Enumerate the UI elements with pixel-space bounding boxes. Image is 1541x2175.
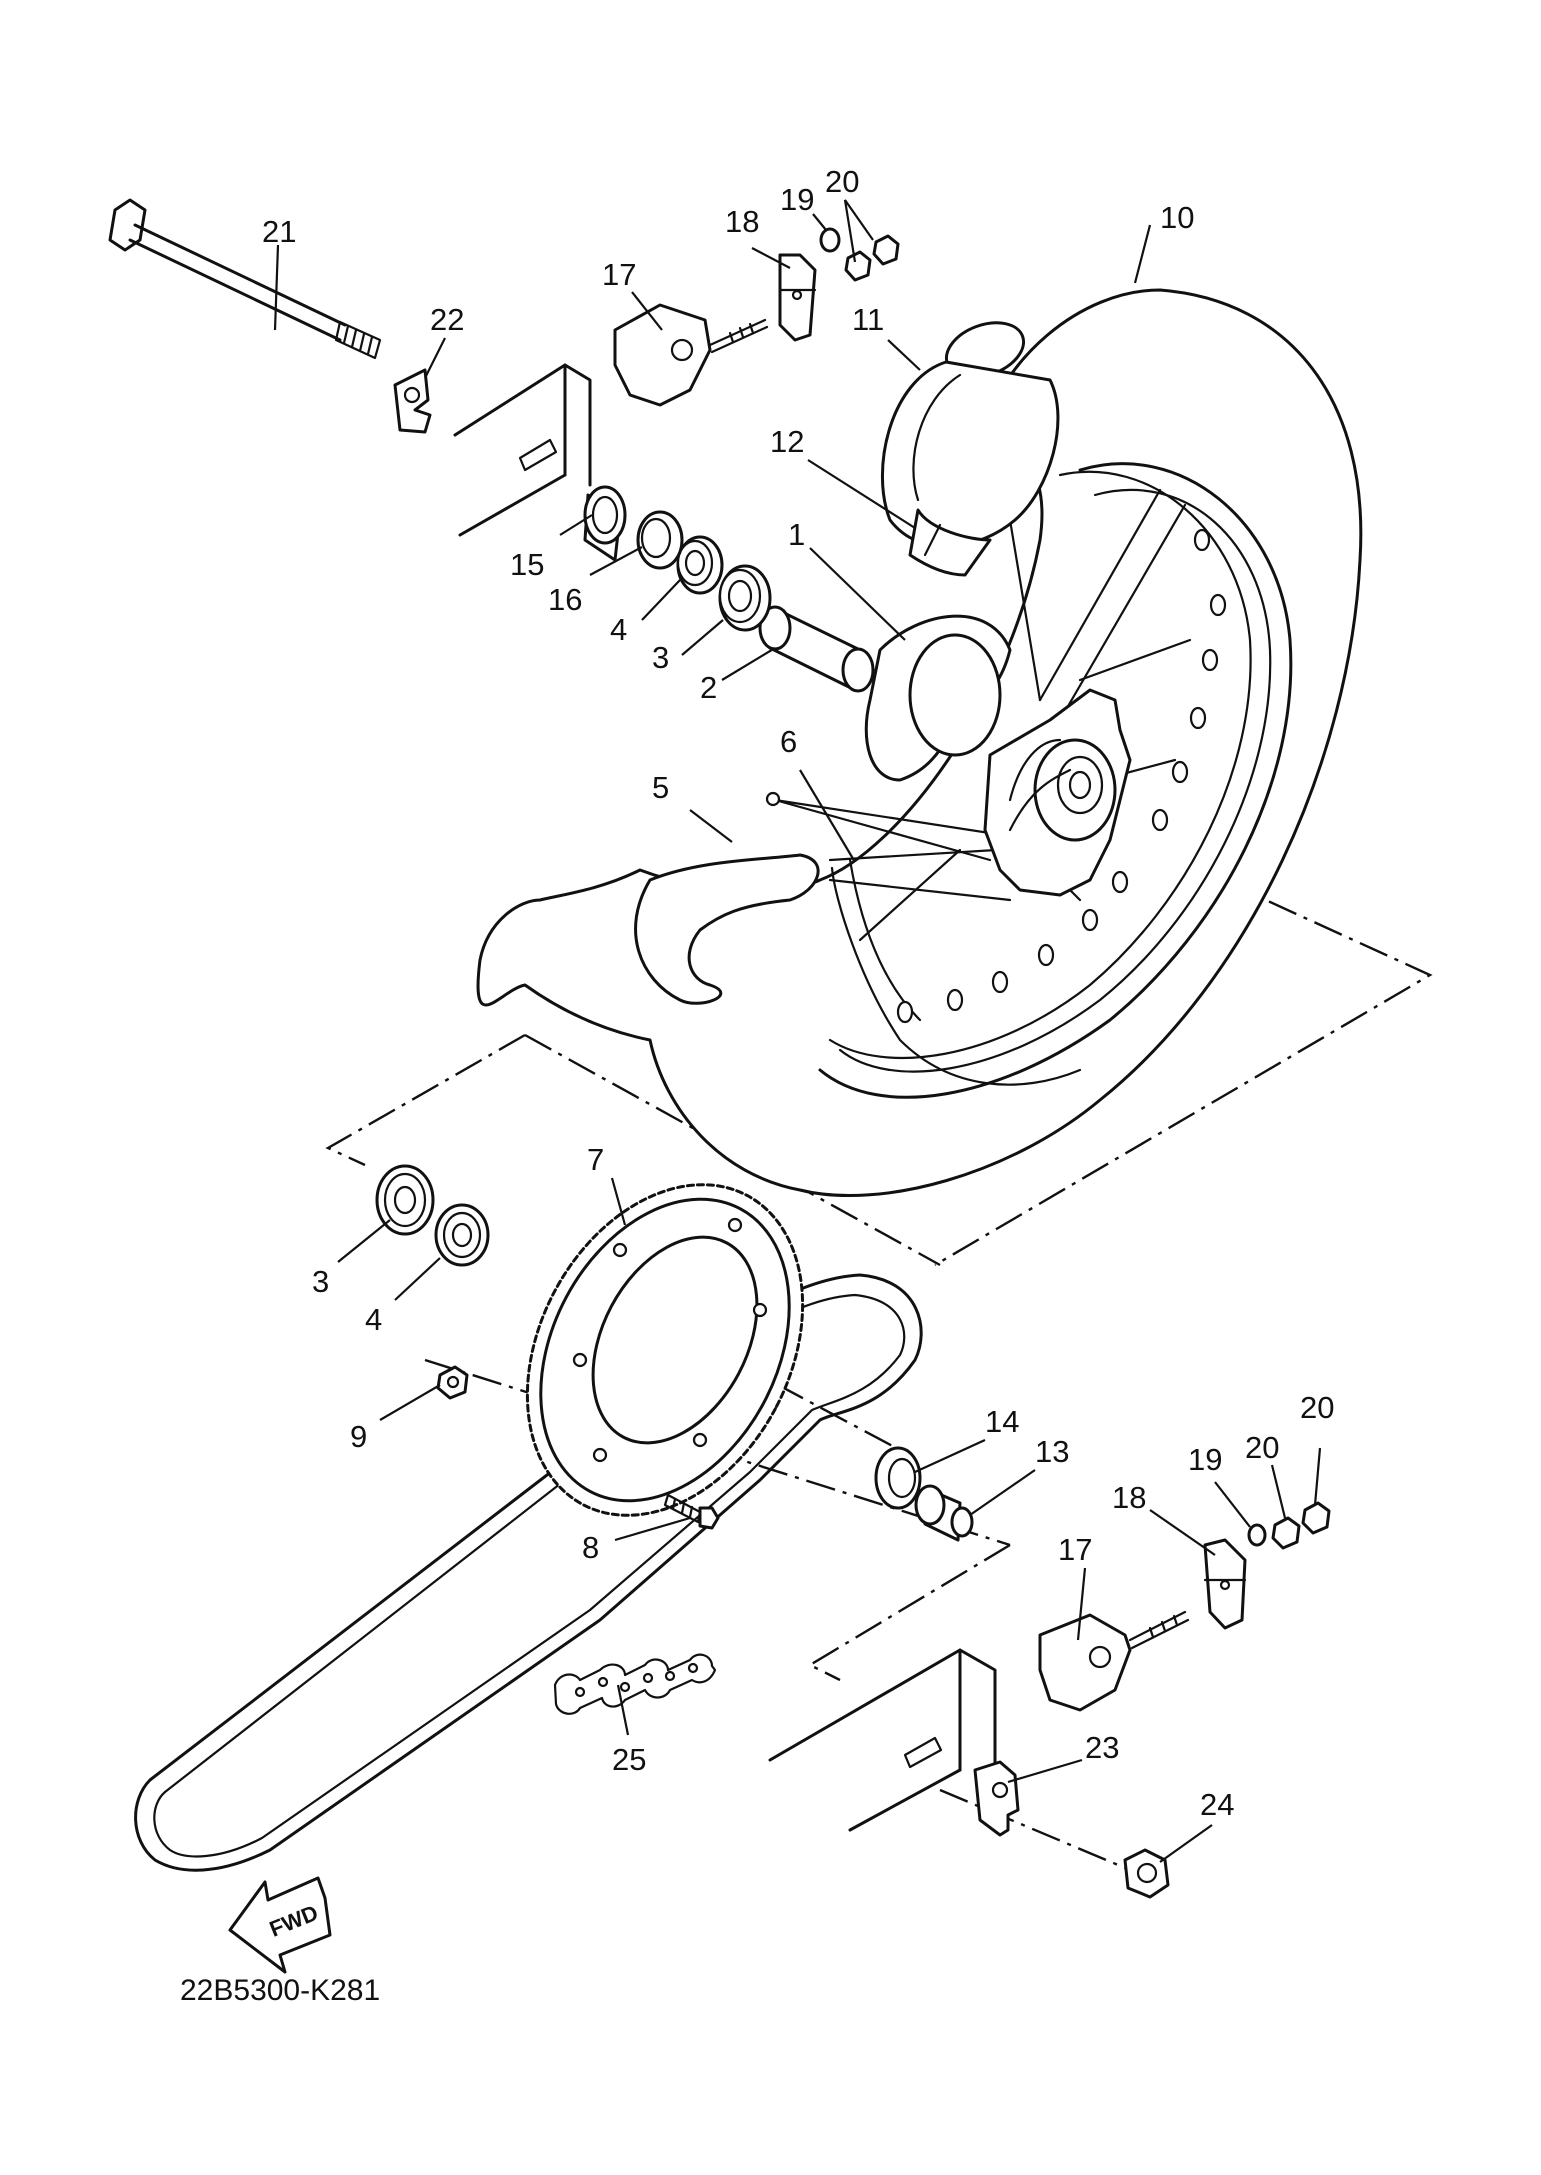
callout-6: 6 bbox=[780, 724, 797, 759]
callout-13: 13 bbox=[1035, 1434, 1069, 1469]
adjust-plate-lower bbox=[1203, 1538, 1247, 1630]
bearing-lower-4 bbox=[434, 1203, 490, 1267]
callout-19-lower: 19 bbox=[1188, 1442, 1222, 1477]
callout-4-upper: 4 bbox=[610, 612, 627, 647]
callout-10: 10 bbox=[1160, 200, 1194, 235]
callout-21: 21 bbox=[262, 214, 296, 249]
nuts-upper bbox=[844, 234, 900, 282]
callout-1: 1 bbox=[788, 517, 805, 552]
callout-17-lower: 17 bbox=[1058, 1532, 1092, 1567]
callout-20-lower-a: 20 bbox=[1245, 1430, 1279, 1465]
hub-spacer bbox=[758, 605, 875, 693]
swingarm-end-lower bbox=[768, 1648, 997, 1832]
axle-plate-right bbox=[973, 1760, 1020, 1837]
oil-seal bbox=[636, 510, 684, 570]
chain-links bbox=[553, 1653, 717, 1715]
bearing-upper-4 bbox=[676, 535, 724, 595]
drive-chain bbox=[134, 1273, 923, 1872]
callout-20-lower-b: 20 bbox=[1300, 1390, 1334, 1425]
rear-sprocket bbox=[525, 1183, 805, 1517]
callout-15: 15 bbox=[510, 547, 544, 582]
callout-5: 5 bbox=[652, 770, 669, 805]
tube-flap bbox=[908, 508, 992, 577]
callout-4-lower: 4 bbox=[365, 1302, 382, 1337]
seal-lower bbox=[874, 1446, 922, 1510]
callout-7: 7 bbox=[587, 1142, 604, 1177]
callout-labels: 21 22 17 18 19 20 10 11 12 1 15 16 4 3 2… bbox=[262, 164, 1334, 1822]
nuts-lower bbox=[1271, 1501, 1331, 1550]
axle-nut bbox=[1123, 1848, 1170, 1899]
collar bbox=[583, 485, 627, 562]
bearing-upper-3 bbox=[718, 564, 772, 632]
callout-3-upper: 3 bbox=[652, 640, 669, 675]
callout-9: 9 bbox=[350, 1419, 367, 1454]
callout-11: 11 bbox=[852, 302, 884, 337]
callout-24: 24 bbox=[1200, 1787, 1234, 1822]
callout-12: 12 bbox=[770, 424, 804, 459]
callout-14: 14 bbox=[985, 1404, 1019, 1439]
sprocket-nut bbox=[436, 1365, 469, 1400]
callout-19-upper: 19 bbox=[780, 182, 814, 217]
fwd-arrow: FWD bbox=[228, 1876, 332, 1974]
adjust-plate-upper bbox=[778, 253, 817, 342]
callout-16: 16 bbox=[548, 582, 582, 617]
leader-lines bbox=[273, 199, 1322, 1863]
callout-18-lower: 18 bbox=[1112, 1480, 1146, 1515]
callout-17-upper: 17 bbox=[602, 257, 636, 292]
wheel-hub bbox=[864, 614, 1132, 897]
spoke-nipples bbox=[896, 528, 1227, 1024]
wheel-axle bbox=[108, 198, 382, 360]
rim-band bbox=[880, 321, 1060, 548]
chain-puller-lower bbox=[1038, 1610, 1190, 1712]
washer-upper bbox=[819, 227, 841, 253]
sprocket-bolt bbox=[663, 1493, 720, 1530]
callout-2: 2 bbox=[700, 670, 717, 705]
callout-23: 23 bbox=[1085, 1730, 1119, 1765]
rear-tire bbox=[476, 288, 1363, 1197]
bearing-lower-3 bbox=[375, 1164, 435, 1236]
callout-22: 22 bbox=[430, 302, 464, 337]
callout-3-lower: 3 bbox=[312, 1264, 329, 1299]
axle-plate-left bbox=[393, 368, 432, 434]
diagram-code: 22B5300-K281 bbox=[180, 1974, 380, 2007]
spokes bbox=[765, 488, 1192, 942]
callout-18-upper: 18 bbox=[725, 204, 759, 239]
collar-lower bbox=[914, 1484, 974, 1542]
callout-25: 25 bbox=[612, 1742, 646, 1777]
callout-8: 8 bbox=[582, 1530, 599, 1565]
swingarm-end-upper bbox=[453, 363, 592, 537]
washer-lower bbox=[1247, 1523, 1267, 1547]
chain-puller-upper bbox=[613, 303, 769, 407]
callout-20-upper: 20 bbox=[825, 164, 859, 199]
